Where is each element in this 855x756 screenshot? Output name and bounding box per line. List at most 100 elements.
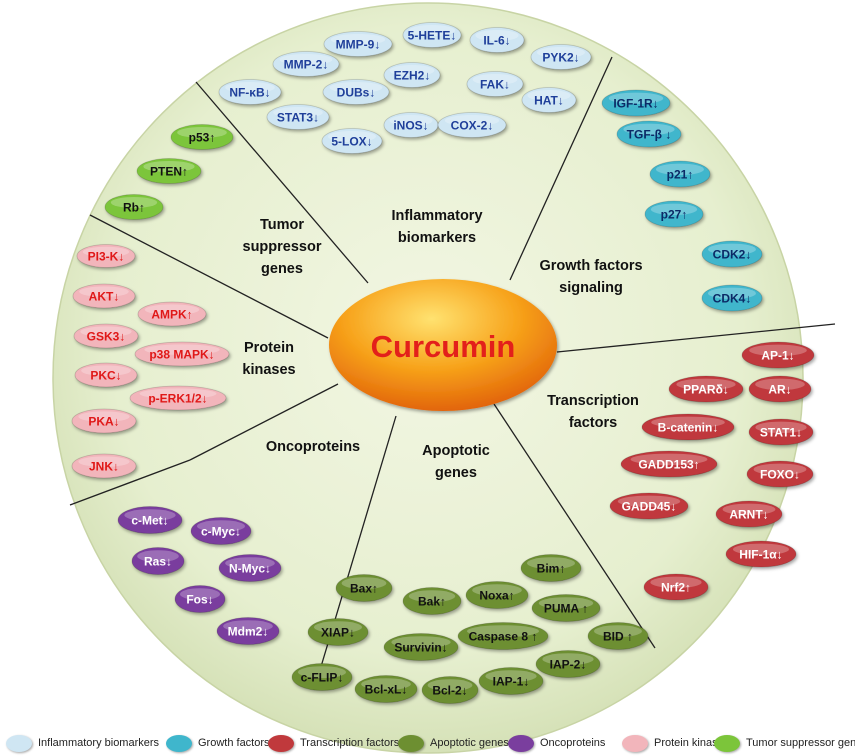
growth-node-highlight [608, 92, 664, 105]
inflammatory-node-highlight [329, 82, 383, 93]
kinases-node: p38 MAPK↓ [134, 341, 230, 367]
inflammatory-node-label: 5-LOX↓ [331, 135, 372, 149]
divider-line [509, 56, 613, 281]
oncoproteins-node-shape [218, 554, 282, 582]
apoptotic-node-highlight [314, 621, 362, 634]
growth-node: IGF-1R↓ [601, 89, 671, 117]
inflammatory-node-highlight [537, 47, 585, 58]
kinases-node: p-ERK1/2↓ [129, 385, 227, 411]
tumor-node-highlight [110, 197, 158, 208]
inflammatory-node-shape [323, 31, 393, 57]
apoptotic-node-label: Bax↑ [350, 582, 378, 596]
transcription-node-shape [746, 460, 814, 488]
kinases-node-highlight [81, 365, 131, 376]
apoptotic-node-highlight [391, 636, 451, 649]
inflammatory-node: PYK2↓ [530, 44, 592, 70]
transcription-node: PPARδ↓ [668, 375, 744, 403]
oncoproteins-node-shape [216, 617, 280, 645]
kinases-node-highlight [82, 246, 130, 257]
transcription-node-shape [609, 492, 689, 520]
legend-swatch [714, 734, 740, 752]
apoptotic-node: Bim↑ [520, 554, 582, 582]
apoptotic-node-highlight [467, 625, 539, 638]
transcription-node: AP-1↓ [741, 341, 815, 369]
growth-node: TGF-β ↓ [616, 120, 682, 148]
apoptotic-node-highlight [341, 577, 387, 590]
apoptotic-node-shape [291, 663, 353, 691]
growth-node-highlight [708, 287, 756, 300]
apoptotic-node: Bcl-xL↓ [354, 675, 418, 703]
kinases-node: AKT↓ [72, 283, 136, 309]
kinases-node-highlight [78, 411, 130, 422]
apoptotic-node-label: Survivin↓ [394, 641, 447, 655]
inflammatory-node-highlight [225, 82, 275, 93]
oncoproteins-node: N-Myc↓ [218, 554, 282, 582]
inflammatory-node-highlight [328, 131, 376, 142]
growth-node-label: p21↑ [667, 168, 694, 182]
oncoproteins-node-highlight [180, 588, 220, 601]
oncoproteins-node-highlight [124, 509, 176, 522]
legend-item-growth: Growth factors [166, 733, 270, 753]
legend-item-apoptotic: Apoptotic genes [398, 733, 509, 753]
inflammatory-node-highlight [389, 65, 435, 76]
inflammatory-node-label: DUBs↓ [337, 86, 376, 100]
inflammatory-node: 5-HETE↓ [402, 22, 462, 48]
legend-label: Apoptotic genes [430, 737, 509, 749]
kinases-node: PKA↓ [71, 408, 137, 434]
transcription-node: ARNT↓ [715, 500, 783, 528]
transcription-node-highlight [617, 495, 681, 508]
growth-node-shape [701, 284, 763, 312]
transcription-node-label: PPARδ↓ [683, 383, 729, 397]
apoptotic-node: Caspase 8 ↑ [457, 622, 549, 650]
apoptotic-node-shape [531, 594, 601, 622]
inflammatory-node-shape [437, 112, 507, 138]
growth-node-highlight [650, 203, 698, 216]
inflammatory-node: EZH2↓ [383, 62, 441, 88]
oncoproteins-node-highlight [225, 557, 275, 570]
tumor-node-label: p53↑ [189, 131, 216, 145]
apoptotic-node-shape [307, 618, 369, 646]
tumor-node-highlight [177, 127, 227, 138]
apoptotic-node-highlight [538, 597, 594, 610]
transcription-node-shape [643, 573, 709, 601]
transcription-node-label: AR↓ [768, 383, 791, 397]
kinases-node-shape [137, 301, 207, 327]
apoptotic-node-shape [402, 587, 462, 615]
sector-label-oncoproteins: Oncoproteins [266, 439, 360, 455]
gene-nodes: MMP-9↓5-HETE↓IL-6↓PYK2↓MMP-2↓EZH2↓FAK↓HA… [71, 22, 815, 704]
divider-line [189, 383, 339, 461]
apoptotic-node: Noxa↑ [465, 581, 529, 609]
inflammatory-node: NF-κB↓ [218, 79, 282, 105]
growth-node-highlight [656, 163, 704, 176]
oncoproteins-node-label: Fos↓ [186, 593, 213, 607]
inflammatory-node-label: iNOS↓ [393, 119, 428, 133]
transcription-node-label: AP-1↓ [761, 349, 794, 363]
apoptotic-node: IAP-1↓ [478, 667, 544, 695]
inflammatory-node-label: 5-HETE↓ [408, 29, 457, 43]
kinases-node-label: JNK↓ [89, 460, 119, 474]
transcription-node-highlight [749, 344, 807, 357]
apoptotic-node-label: Noxa↑ [479, 589, 514, 603]
legend-label: Inflammatory biomarkers [38, 737, 160, 749]
transcription-node-label: B-catenin↓ [658, 421, 719, 435]
growth-node-shape [644, 200, 704, 228]
apoptotic-node: c-FLIP↓ [291, 663, 353, 691]
apoptotic-node-highlight [485, 670, 537, 683]
transcription-node: GADD153↑ [620, 450, 718, 478]
legend-swatch [166, 734, 192, 752]
inflammatory-node-shape [322, 79, 390, 105]
transcription-node: AR↓ [748, 375, 812, 403]
apoptotic-node: BID ↑ [587, 622, 649, 650]
inflammatory-node-highlight [527, 90, 571, 101]
apoptotic-node: Survivin↓ [383, 633, 459, 661]
tumor-node-label: PTEN↑ [150, 165, 188, 179]
apoptotic-node-label: PUMA ↑ [544, 602, 588, 616]
inflammatory-node-label: MMP-9↓ [336, 38, 381, 52]
inflammatory-node-shape [402, 22, 462, 48]
growth-node-highlight [623, 123, 675, 136]
transcription-node: Nrf2↑ [643, 573, 709, 601]
inflammatory-node: iNOS↓ [383, 112, 439, 138]
